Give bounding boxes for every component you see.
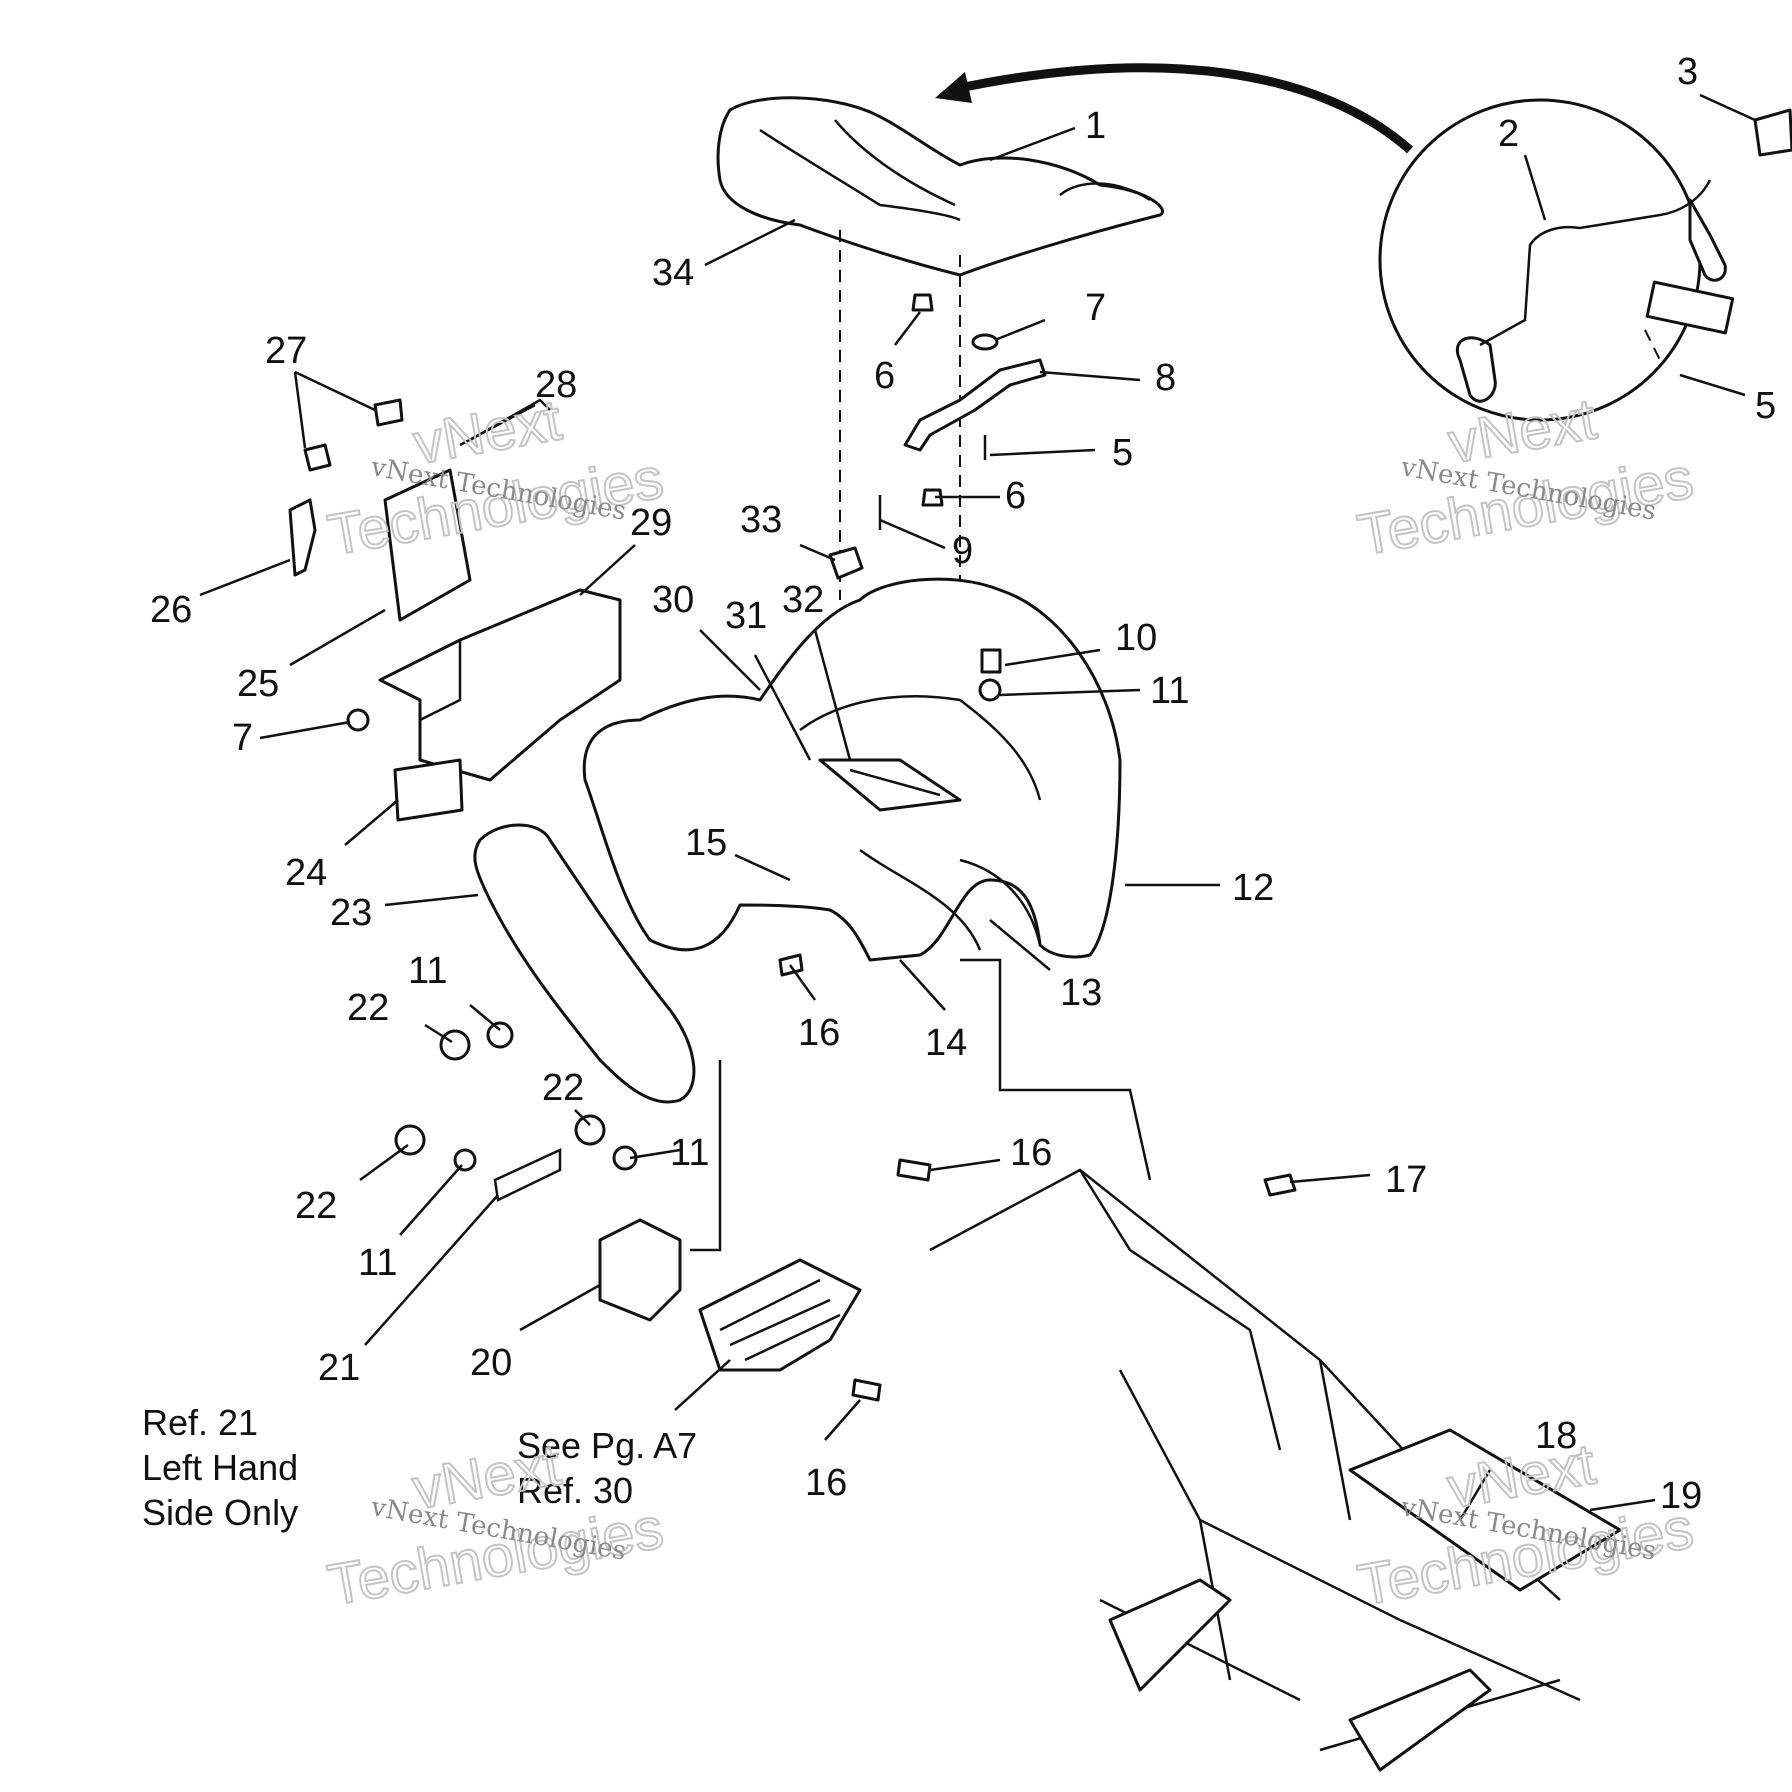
callout-5-inset: 5	[1755, 385, 1776, 427]
callout-3: 3	[1677, 51, 1698, 93]
callout-28: 28	[535, 364, 577, 406]
callout-25: 25	[237, 663, 279, 705]
callout-2: 2	[1498, 113, 1519, 155]
callout-33: 33	[740, 499, 782, 541]
callout-8: 8	[1155, 357, 1176, 399]
callout-24: 24	[285, 852, 327, 894]
callout-19: 19	[1660, 1475, 1702, 1517]
callout-7-left: 7	[232, 717, 253, 759]
callout-29: 29	[630, 502, 672, 544]
callout-17: 17	[1385, 1159, 1427, 1201]
footrest-bracket	[598, 1218, 682, 1322]
note-ref21-line2: Left Hand	[142, 1447, 298, 1488]
reference-notes: Ref. 21 Left Hand Side Only See Pg. A7 R…	[142, 1402, 697, 1533]
callout-22-mid: 22	[347, 987, 389, 1029]
callout-23: 23	[330, 892, 372, 934]
callout-6: 6	[874, 355, 895, 397]
callout-16-lower: 16	[805, 1462, 847, 1504]
footrest	[698, 1258, 862, 1372]
callout-11-mid: 11	[408, 950, 447, 992]
callout-12: 12	[1232, 867, 1274, 909]
detail-inset-circle	[1378, 98, 1702, 422]
callout-21: 21	[318, 1347, 360, 1389]
callout-32: 32	[782, 579, 824, 621]
callout-18: 18	[1535, 1415, 1577, 1457]
battery-box	[378, 588, 622, 782]
callout-16-right: 16	[1010, 1132, 1052, 1174]
callout-labels: 1 2 3 5 34 6 7 8 5 6 27 28 29 26 25 33 9…	[150, 51, 1776, 1517]
callout-6-lower: 6	[1005, 475, 1026, 517]
note-see-pg-line2: Ref. 30	[517, 1470, 633, 1511]
callout-16-mid: 16	[798, 1012, 840, 1054]
callout-7-top: 7	[1085, 287, 1106, 329]
callout-20: 20	[470, 1342, 512, 1384]
callout-34: 34	[652, 252, 694, 294]
callout-5: 5	[1112, 432, 1133, 474]
callout-11-center: 11	[670, 1132, 709, 1174]
parts-line-art	[288, 63, 1792, 1772]
note-see-pg-line1: See Pg. A7	[517, 1425, 697, 1466]
callout-27: 27	[265, 330, 307, 372]
note-ref21-line1: Ref. 21	[142, 1402, 258, 1443]
leader-lines	[199, 93, 1756, 1521]
seat	[716, 96, 1164, 277]
callout-11-upper: 11	[1150, 670, 1189, 712]
callout-1: 1	[1085, 105, 1106, 147]
callout-11-lower: 11	[358, 1242, 397, 1284]
callout-10: 10	[1115, 617, 1157, 659]
callout-9: 9	[952, 530, 973, 572]
callout-26: 26	[150, 589, 192, 631]
callout-14: 14	[925, 1022, 967, 1064]
left-fender-panel	[473, 823, 696, 1104]
callout-15: 15	[685, 822, 727, 864]
note-ref21-line3: Side Only	[142, 1492, 298, 1533]
callout-22-lower: 22	[295, 1185, 337, 1227]
callout-30: 30	[652, 579, 694, 621]
seat-bracket	[903, 358, 1047, 452]
callout-22-center: 22	[542, 1067, 584, 1109]
callout-31: 31	[725, 595, 767, 637]
callout-13: 13	[1060, 972, 1102, 1014]
detail-arrow	[949, 63, 1413, 154]
